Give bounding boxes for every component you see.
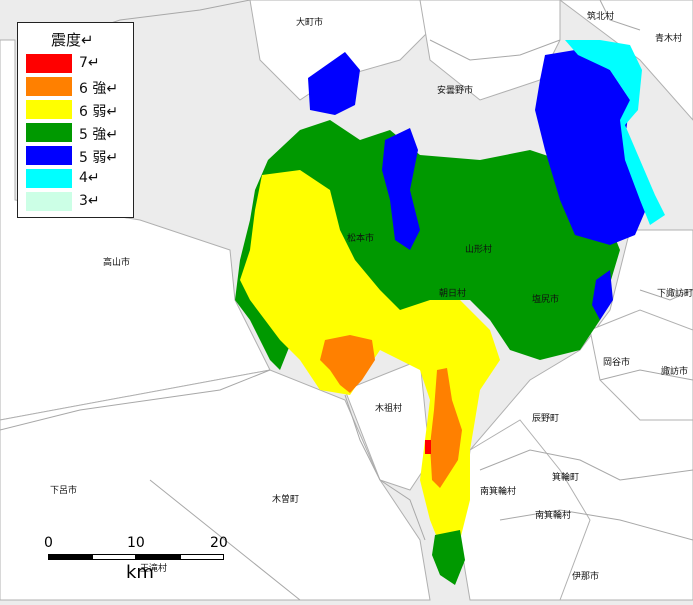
town-label-suwa: 諏訪市 xyxy=(661,367,689,377)
legend-swatch xyxy=(26,169,72,188)
scale-tick-10: 10 xyxy=(127,535,145,551)
scale-bar: 0 10 20 km xyxy=(44,535,234,595)
scale-segment-4 xyxy=(180,554,224,560)
town-label-chikuhoku: 筑北村 xyxy=(587,12,615,22)
legend-swatch xyxy=(26,100,72,119)
legend-item: 4↵ xyxy=(26,168,126,190)
town-label-gero: 下呂市 xyxy=(50,486,78,496)
legend-item: 5 弱↵ xyxy=(26,145,126,167)
legend-title: 震度↵ xyxy=(51,31,94,49)
legend-item: 7↵ xyxy=(26,53,126,75)
legend-swatch xyxy=(26,54,72,73)
legend-item: 3↵ xyxy=(26,191,126,213)
legend-label: 5 強↵ xyxy=(79,127,119,143)
town-label-minowa: 箕輪町 xyxy=(552,473,580,483)
town-label-kiso-village: 木祖村 xyxy=(375,404,403,414)
legend-label: 4↵ xyxy=(79,170,100,186)
scale-segment-2 xyxy=(92,554,136,560)
legend-item: 6 強↵ xyxy=(26,76,126,98)
town-label-yamagata: 山形村 xyxy=(465,245,493,255)
town-label-okaya: 岡谷市 xyxy=(603,358,631,368)
legend-label: 6 強↵ xyxy=(79,81,119,97)
zone-5-weak xyxy=(535,50,650,245)
legend-swatch xyxy=(26,77,72,96)
zone-5-strong xyxy=(235,120,620,370)
town-label-takayama: 高山市 xyxy=(103,258,131,268)
town-label-shiojiri: 塩尻市 xyxy=(532,295,560,305)
town-label-aoki: 青木村 xyxy=(655,34,683,44)
legend-item: 6 弱↵ xyxy=(26,99,126,121)
scale-segment-3 xyxy=(136,554,180,560)
legend-label: 7↵ xyxy=(79,55,100,71)
legend-item: 5 強↵ xyxy=(26,122,126,144)
town-label-agematsu: 王滝村 xyxy=(140,564,168,574)
scale-tick-20: 20 xyxy=(210,535,228,551)
town-label-ina: 伊那市 xyxy=(572,572,600,582)
legend-swatch xyxy=(26,192,72,211)
intensity-zones xyxy=(235,40,665,585)
town-label-kiso-town: 木曽町 xyxy=(272,495,300,505)
legend-label: 6 弱↵ xyxy=(79,104,119,120)
town-label-minamiminowa-1: 南箕輪村 xyxy=(480,487,517,497)
legend-label: 3↵ xyxy=(79,193,100,209)
town-label-minamiminowa-2: 南箕輪村 xyxy=(535,511,572,521)
town-label-azumino: 安曇野市 xyxy=(437,86,474,96)
legend-swatch xyxy=(26,123,72,142)
legend-label: 5 弱↵ xyxy=(79,150,119,166)
town-label-omachi: 大町市 xyxy=(296,18,324,28)
scale-tick-0: 0 xyxy=(44,535,53,551)
zone-7 xyxy=(425,440,431,454)
zone-4 xyxy=(565,40,665,225)
zone-6-strong xyxy=(320,335,375,393)
town-label-asahi: 朝日村 xyxy=(439,289,467,299)
town-label-shimosuwa: 下諏訪町 xyxy=(657,289,693,299)
town-label-tatsuno: 辰野町 xyxy=(532,414,560,424)
town-label-matsumoto: 松本市 xyxy=(347,234,375,244)
legend-swatch xyxy=(26,146,72,165)
intensity-legend: 震度↵ 7↵ 6 強↵ 6 弱↵ 5 強↵ 5 弱↵ 4↵ 3↵ xyxy=(17,22,134,218)
scale-segment-1 xyxy=(48,554,92,560)
scale-unit: km xyxy=(126,562,154,583)
